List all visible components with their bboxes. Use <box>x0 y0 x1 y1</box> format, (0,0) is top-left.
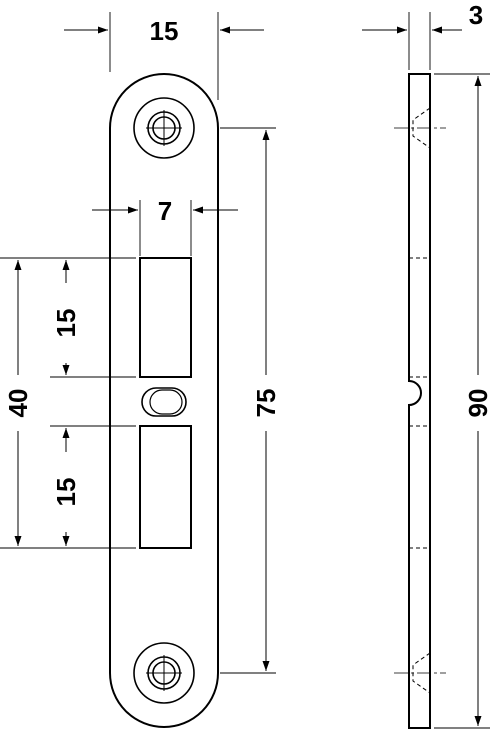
side-extension-lines <box>408 12 490 729</box>
upper-latch-slot <box>139 257 192 378</box>
side-plate-outline <box>408 73 431 729</box>
lower-latch-slot <box>139 425 192 549</box>
dim-plate-thickness: 3 <box>469 0 483 30</box>
dim-slot-group-height: 40 <box>3 389 33 418</box>
plate-outline <box>109 73 219 728</box>
side-center-lines <box>394 127 446 674</box>
side-dimension-labels: 3 90 <box>462 0 490 431</box>
side-view <box>362 12 490 729</box>
front-dimension-labels: 15 7 40 15 15 75 <box>2 16 282 532</box>
dim-slot-height-lower: 15 <box>51 478 81 507</box>
side-dimension-lines <box>362 26 482 726</box>
dim-plate-width: 15 <box>150 16 179 46</box>
dim-slot-height-upper: 15 <box>51 309 81 338</box>
front-view <box>0 12 276 728</box>
dim-screw-pitch: 75 <box>251 389 281 418</box>
center-stud <box>141 387 187 417</box>
dim-slot-width: 7 <box>158 196 172 226</box>
top-screw-hole <box>133 97 195 159</box>
dim-overall-length: 90 <box>463 389 490 418</box>
front-extension-lines <box>0 12 276 674</box>
bottom-screw-hole <box>133 642 195 704</box>
